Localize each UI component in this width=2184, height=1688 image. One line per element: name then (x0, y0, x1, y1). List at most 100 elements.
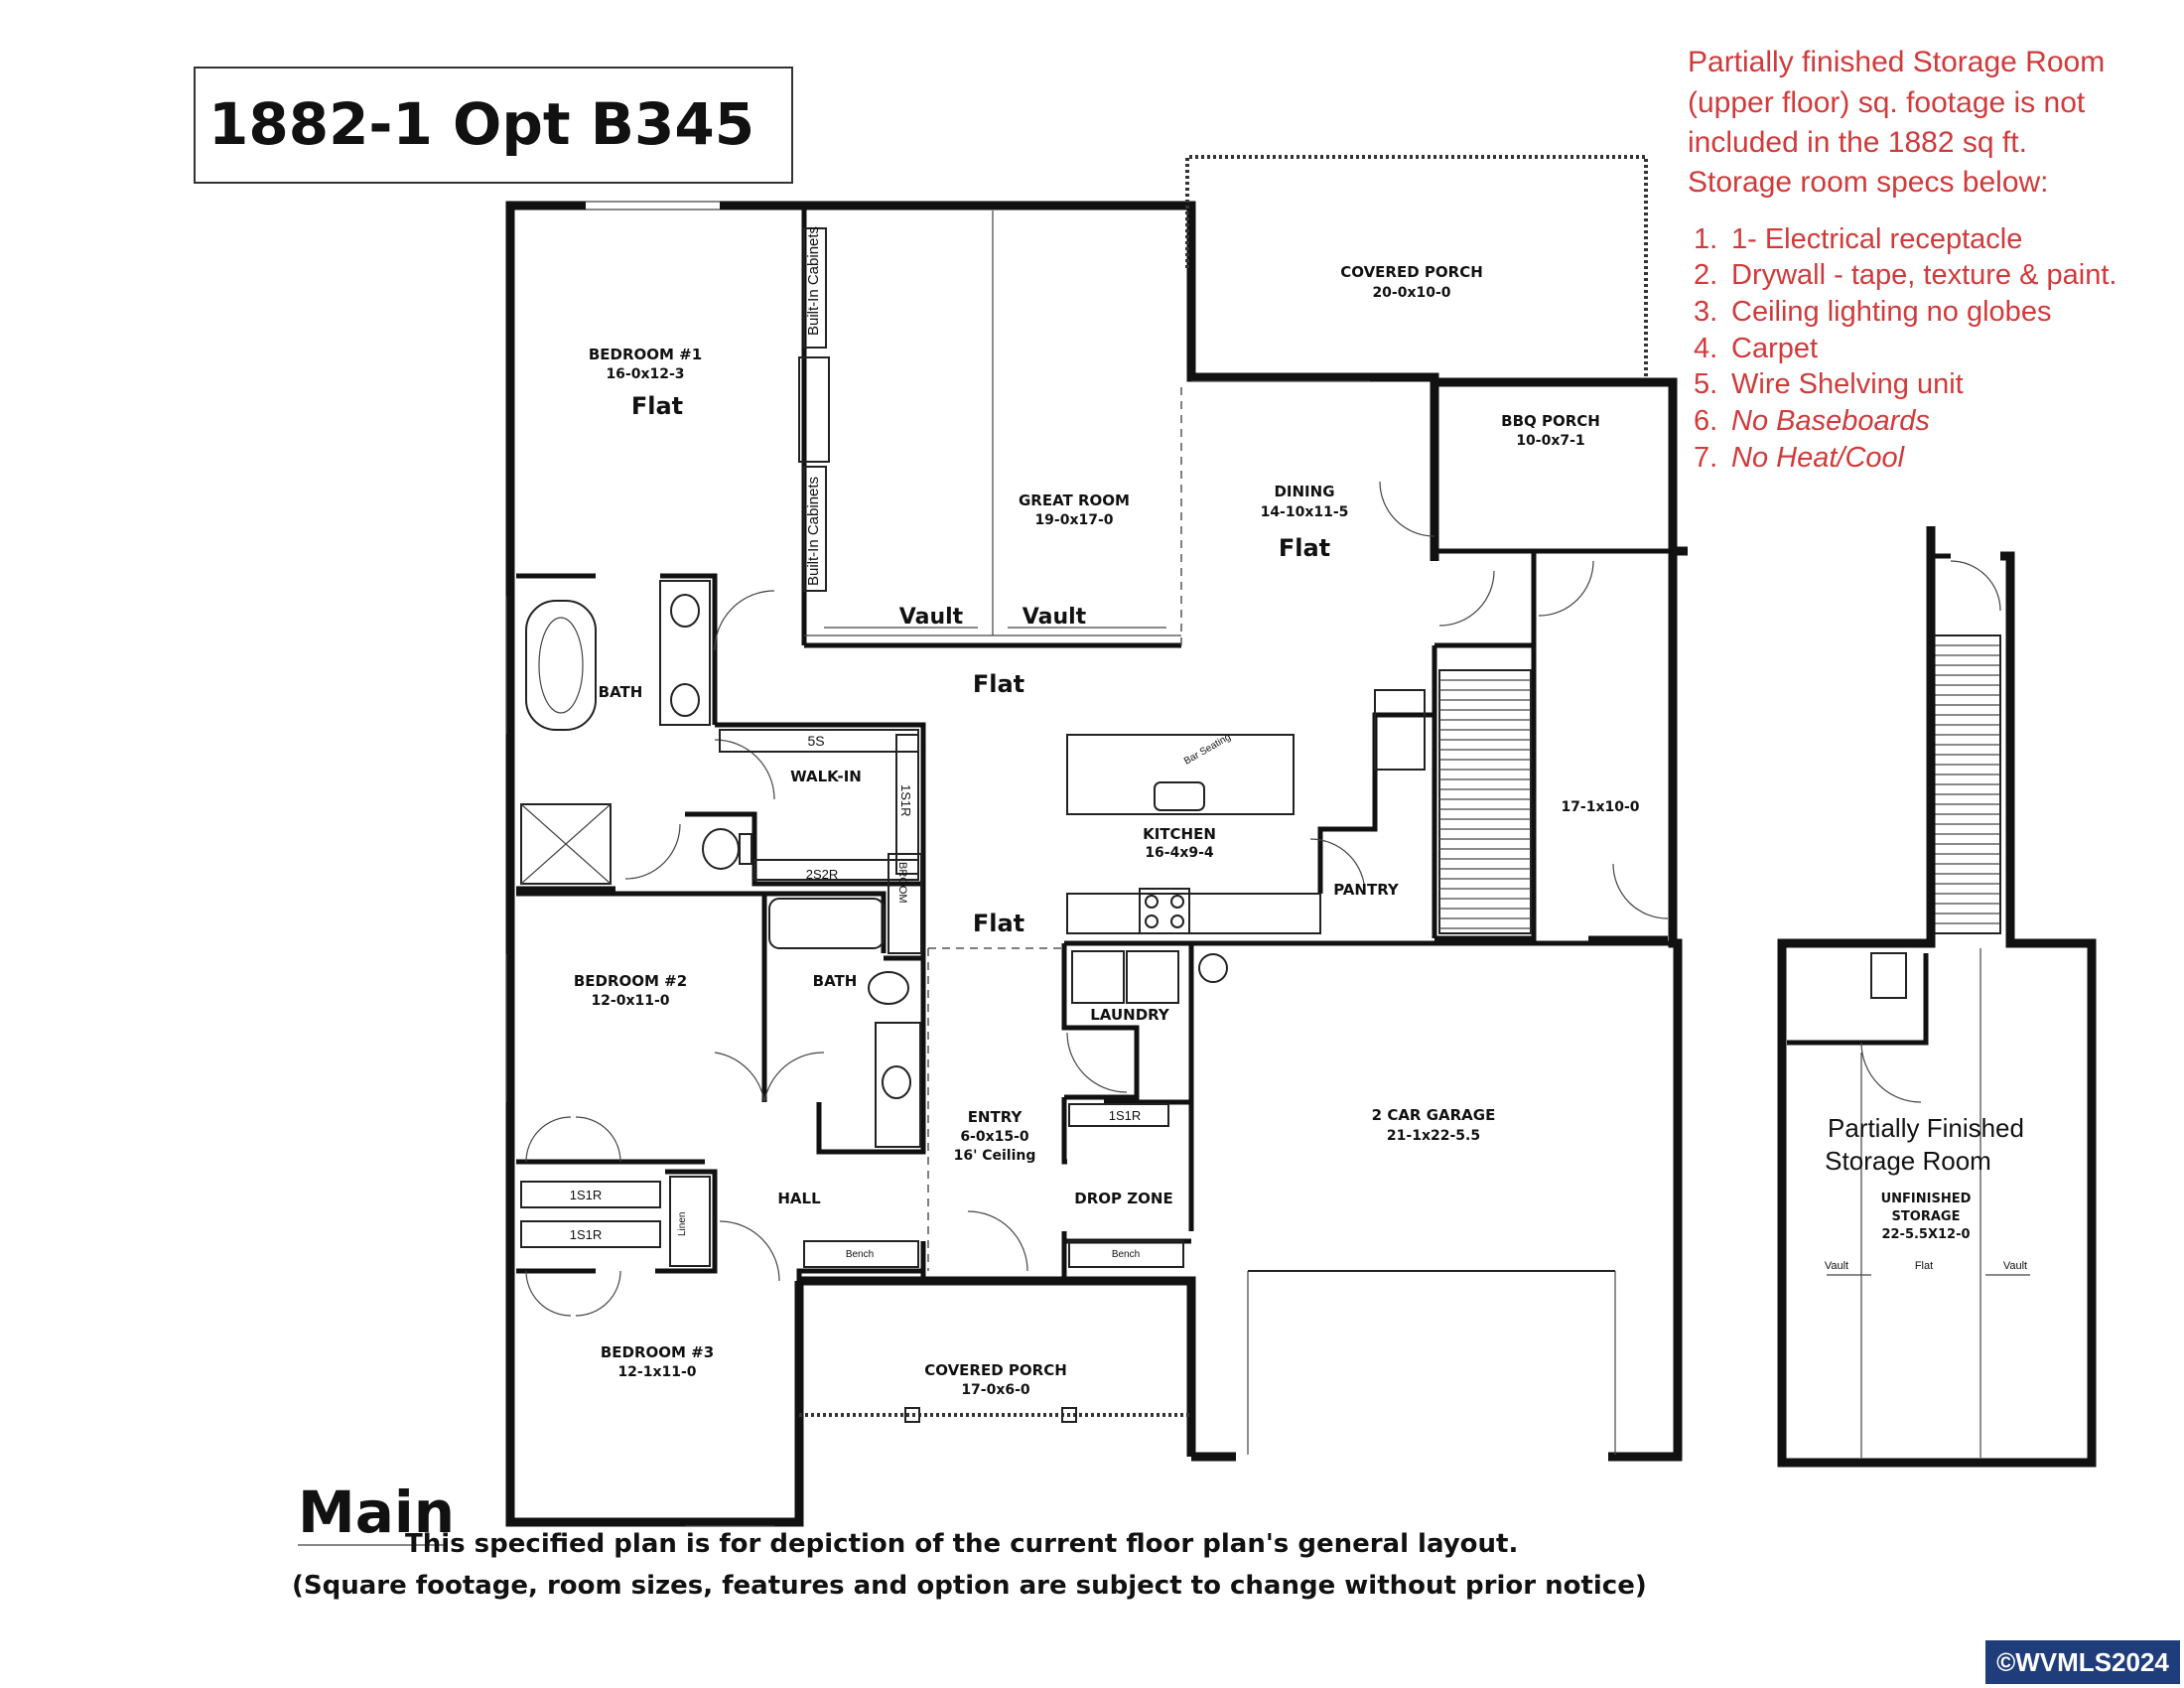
door-swing (1066, 1032, 1128, 1093)
note-number: 1. (1694, 223, 1717, 255)
pantry-wall (1317, 824, 1378, 894)
room-size: 12-1x11-0 (617, 1364, 696, 1380)
broom-label: BROOM (896, 862, 908, 904)
door-swing (1309, 838, 1366, 895)
stair-landing (1434, 551, 1537, 648)
built-in-cabinet (803, 466, 827, 592)
drop-shelf (1068, 1103, 1169, 1127)
disclaimer-line-2: (Square footage, room sizes, features an… (292, 1571, 1647, 1601)
storage-room-walls (1777, 526, 2097, 1468)
room-name: DINING (1274, 483, 1334, 500)
walkin-shelf (895, 734, 919, 875)
dropzone-wall (1061, 1097, 1067, 1165)
room-size: 22-5.5X12-0 (1881, 1227, 1970, 1242)
note-text: 1- Electrical receptacle (1731, 223, 2022, 255)
door-swing (714, 739, 775, 800)
water-heater-box (1870, 952, 1907, 999)
dryer (1126, 950, 1179, 1004)
range (1139, 888, 1190, 934)
kitchen-sink (1154, 781, 1205, 811)
note-number: 5. (1694, 368, 1717, 400)
double-vanity (659, 580, 711, 726)
note-text: Carpet (1731, 333, 1818, 364)
bar-seating-label: Bar Seating (1182, 732, 1233, 768)
bench (1068, 1240, 1184, 1268)
refrigerator (1374, 689, 1426, 771)
notes-heading-line: included in the 1882 sq ft. (1688, 126, 2027, 159)
door-swing (624, 823, 681, 880)
shelf-label: 5S (807, 733, 824, 749)
door-swing (575, 1116, 621, 1163)
room-name: HALL (777, 1190, 821, 1207)
door-swing (525, 1270, 572, 1317)
exterior-wall-north (720, 201, 1439, 561)
bath2-top-wall (764, 891, 887, 953)
door-swing (1860, 1042, 1922, 1103)
note-text: Drywall - tape, texture & paint. (1731, 259, 2116, 291)
garage-front-wall (799, 1276, 1196, 1457)
room-size: 17-1x10-0 (1561, 799, 1639, 815)
tub-basin (538, 617, 584, 714)
stairs-upper (1930, 634, 2001, 934)
notes-heading-line: Storage room specs below: (1688, 166, 2049, 199)
closet-label: 1S1R (570, 1227, 603, 1242)
disclaimer-line-1: This specified plan is for depiction of … (405, 1529, 1518, 1559)
door-swing (1438, 570, 1495, 627)
shelf-label: 1S1R (898, 784, 913, 817)
door-swing (967, 1210, 1028, 1272)
copyright-watermark: ©WVMLS2024 (1985, 1640, 2180, 1684)
note-number: 4. (1694, 333, 1717, 364)
washer (1071, 950, 1125, 1004)
toilet (868, 971, 909, 1005)
note-text: No Heat/Cool (1731, 442, 1906, 474)
room-name: BEDROOM #3 (601, 1343, 714, 1361)
storage-closet (1787, 953, 1929, 1046)
dropzone-locker-wall (1104, 1099, 1194, 1172)
room-name: BEDROOM #1 (589, 346, 702, 363)
burner (1170, 914, 1184, 928)
built-in-label: Built-In Cabinets (805, 477, 822, 586)
vanity-2 (875, 1022, 921, 1148)
wc-wall (685, 811, 757, 884)
closet-label: 1S1R (570, 1188, 603, 1202)
note-text: Ceiling lighting no globes (1731, 296, 2051, 328)
door-swing (719, 1220, 780, 1282)
storage-notes: Partially finished Storage Room (upper f… (1688, 46, 2116, 474)
storage-label: Partially Finished (1828, 1113, 2024, 1143)
broom-closet (887, 853, 922, 954)
main-floor-walls (505, 201, 1688, 1527)
room-size: 6-0x15-0 (960, 1129, 1029, 1145)
storage-outline (1777, 526, 2097, 1468)
burner (1145, 914, 1159, 928)
bench-label: Bench (1112, 1249, 1140, 1260)
door-swing (575, 1270, 621, 1317)
shelf-label: 2S2R (806, 867, 839, 882)
vault-label: Vault (2003, 1260, 2027, 1272)
note-text: Wire Shelving unit (1731, 368, 1964, 400)
rear-porch-outline (1185, 155, 1648, 377)
bench (803, 1240, 919, 1268)
ceiling-label: Flat (973, 910, 1024, 937)
room-size: 16-0x12-3 (606, 366, 684, 382)
room-size: 17-0x6-0 (961, 1382, 1030, 1398)
room-name: GREAT ROOM (1019, 492, 1130, 509)
shower-drain-x (520, 803, 612, 885)
room-name: KITCHEN (1143, 825, 1216, 843)
ceiling-label: Flat (973, 670, 1024, 698)
room-size: 21-1x22-5.5 (1387, 1128, 1480, 1144)
toilet-tank (739, 833, 752, 865)
room-name: COVERED PORCH (924, 1361, 1067, 1379)
room-name: UNFINISHED (1881, 1192, 1972, 1206)
room-name: LAUNDRY (1090, 1006, 1170, 1024)
door-swing (1950, 560, 2001, 612)
sink (670, 594, 700, 628)
toilet (702, 828, 740, 870)
burner (1170, 895, 1184, 909)
closet-shelf (520, 1220, 661, 1248)
room-name: PANTRY (1333, 881, 1400, 899)
exterior-wall-bbq (1434, 377, 1688, 556)
exterior-wall-west (505, 201, 804, 1527)
bath2-east-wall (816, 958, 926, 1155)
sink (670, 683, 700, 717)
